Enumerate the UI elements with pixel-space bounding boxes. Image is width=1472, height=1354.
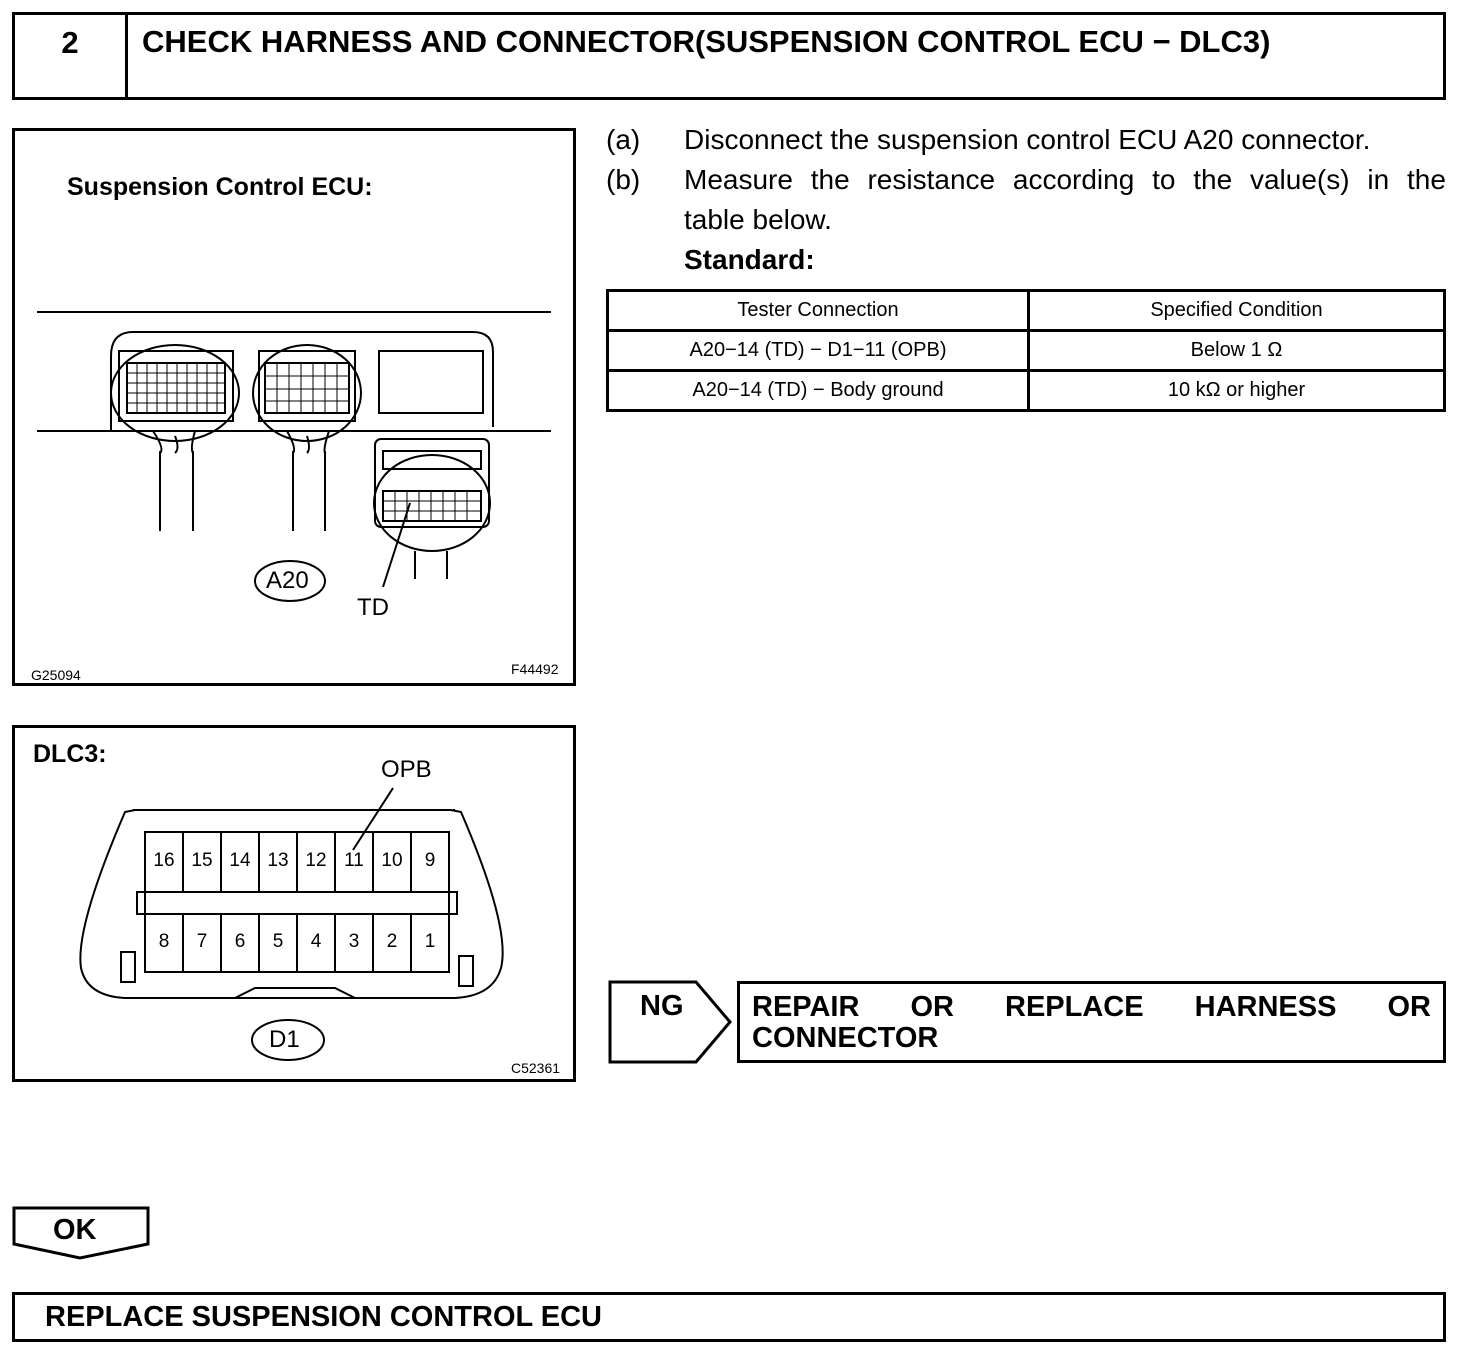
- table-cell: Below 1 Ω: [1027, 329, 1446, 372]
- table-header-row: Tester Connection Specified Condition: [606, 289, 1446, 332]
- step-b-word: according: [1012, 164, 1135, 195]
- step-number: 2: [15, 15, 128, 97]
- table-header-tester: Tester Connection: [606, 289, 1030, 332]
- figure-code-right: F44492: [511, 661, 559, 677]
- ng-arrow-shape: [608, 980, 732, 1064]
- step-b-word: the: [1406, 164, 1446, 195]
- dlc3-pin-cell: [410, 913, 450, 973]
- ng-action-word: OR: [1387, 991, 1432, 1023]
- step-b-word: resistance: [867, 164, 996, 195]
- dlc3-pin-cell: [410, 831, 450, 893]
- dlc3-pin-number: 2: [386, 931, 398, 952]
- dlc3-pin-number: 13: [267, 850, 289, 871]
- ng-action-word: REPAIR: [752, 991, 860, 1023]
- ng-action-word: REPLACE: [1005, 991, 1144, 1023]
- final-action-text: REPLACE SUSPENSION CONTROL ECU: [45, 1301, 602, 1333]
- step-b-line2: table below.: [684, 204, 832, 235]
- dlc3-pin-number: 4: [310, 931, 322, 952]
- standard-label: Standard:: [684, 244, 815, 275]
- spec-table: Tester Connection Specified Condition A2…: [606, 289, 1446, 412]
- step-b-marker: (b): [606, 164, 641, 195]
- figure-code-left: G25094: [31, 667, 81, 683]
- ng-action-text: REPAIR OR REPLACE HARNESS OR CONNECTOR: [752, 992, 1431, 1054]
- table-cell: 10 kΩ or higher: [1027, 369, 1446, 412]
- step-b-word: Measure: [684, 164, 793, 195]
- dlc3-pin-number: 1: [424, 931, 436, 952]
- td-terminal-label: TD: [357, 594, 389, 621]
- step-b-word: the: [1193, 164, 1233, 195]
- ecu-connector-illustration: [37, 311, 551, 602]
- step-b-word: to: [1152, 164, 1176, 195]
- table-row: A20−14 (TD) − D1−11 (OPB) Below 1 Ω: [606, 329, 1446, 372]
- figure-code-dlc3: C52361: [511, 1060, 561, 1076]
- dlc3-pin-number: 6: [234, 931, 246, 952]
- ng-action-line1: REPAIR OR REPLACE HARNESS OR: [752, 992, 1431, 1023]
- step-header: 2 CHECK HARNESS AND CONNECTOR(SUSPENSION…: [12, 12, 1446, 100]
- table-row: A20−14 (TD) − Body ground 10 kΩ or highe…: [606, 369, 1446, 412]
- dlc3-pin-number: 14: [229, 850, 251, 871]
- step-b-word: the: [810, 164, 850, 195]
- step-a-marker: (a): [606, 124, 641, 155]
- ok-arrow-shape: [12, 1206, 150, 1260]
- step-b-word: value(s): [1249, 164, 1350, 195]
- ng-action-box: REPAIR OR REPLACE HARNESS OR CONNECTOR: [737, 981, 1446, 1063]
- table-header-condition: Specified Condition: [1027, 289, 1446, 332]
- dlc3-pin-number: 9: [424, 850, 436, 871]
- step-a-text: Disconnect the suspension control ECU A2…: [684, 124, 1371, 155]
- step-b-word: in: [1367, 164, 1390, 195]
- dlc3-pin-number: 8: [158, 931, 170, 952]
- step-title: CHECK HARNESS AND CONNECTOR(SUSPENSION C…: [142, 24, 1271, 59]
- table-cell: A20−14 (TD) − D1−11 (OPB): [606, 329, 1030, 372]
- ng-label: NG: [640, 990, 684, 1022]
- dlc3-pin-number: 3: [348, 931, 360, 952]
- ng-action-line2: CONNECTOR: [752, 1022, 939, 1054]
- dlc3-pin-number: 12: [305, 850, 327, 871]
- ecu-connector-figure: Suspension Control ECU: A20 TD G25094 F4…: [12, 128, 576, 686]
- dlc3-pin-number: 7: [196, 931, 208, 952]
- dlc3-figure-title: DLC3:: [33, 740, 107, 768]
- dlc3-pin-number: 11: [344, 850, 364, 871]
- table-cell: A20−14 (TD) − Body ground: [606, 369, 1030, 412]
- dlc3-pin-number: 5: [272, 931, 284, 952]
- a20-connector-label: A20: [266, 567, 309, 594]
- final-action-box: REPLACE SUSPENSION CONTROL ECU: [12, 1292, 1446, 1342]
- d1-connector-label: D1: [269, 1026, 300, 1053]
- opb-terminal-label: OPB: [381, 756, 432, 783]
- dlc3-pin-number: 10: [381, 850, 403, 871]
- ng-action-word: OR: [910, 991, 954, 1023]
- ng-action-word: HARNESS: [1194, 991, 1337, 1023]
- dlc3-connector-illustration: [79, 787, 504, 1061]
- dlc3-pin-number: 15: [191, 850, 213, 871]
- ok-label: OK: [53, 1214, 97, 1246]
- dlc3-pin-number: 16: [153, 850, 175, 871]
- ecu-figure-title: Suspension Control ECU:: [67, 173, 373, 201]
